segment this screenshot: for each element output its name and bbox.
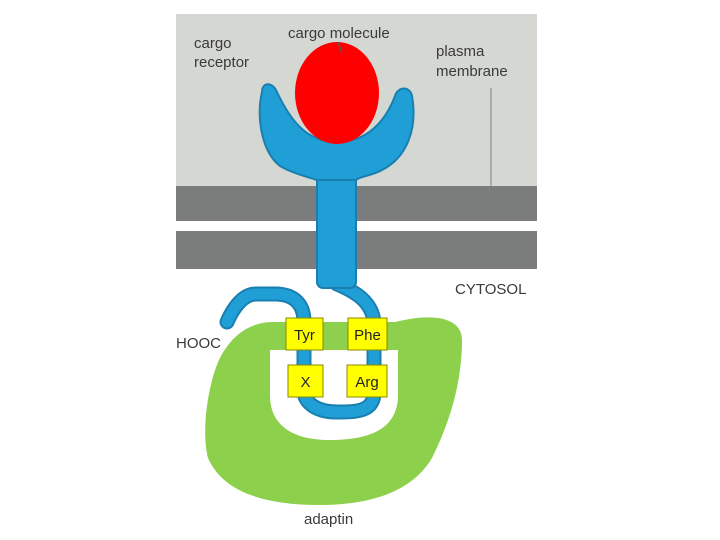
- cargo-molecule-label: cargo molecule: [288, 25, 390, 42]
- receptor-cup: [258, 83, 415, 181]
- motif-arg-label: Arg: [355, 374, 378, 391]
- plasma-membrane-label-line2: membrane: [436, 63, 508, 80]
- receptor-stalk: [316, 169, 357, 289]
- plasma-membrane-label-line1: plasma: [436, 43, 485, 60]
- cargo-receptor-label-line2: receptor: [194, 54, 249, 71]
- adaptin-label: adaptin: [304, 511, 353, 528]
- cytosol-label: CYTOSOL: [455, 281, 526, 298]
- cargo-receptor-label-line1: cargo: [194, 35, 232, 52]
- hooc-label: HOOC: [176, 335, 221, 352]
- adaptin: [205, 317, 462, 505]
- motif-arg: Arg: [346, 364, 388, 398]
- motif-phe: Phe: [347, 317, 388, 351]
- cargo-molecule: [295, 42, 379, 144]
- motif-phe-label: Phe: [354, 327, 381, 344]
- motif-tyr-label: Tyr: [294, 327, 315, 344]
- motif-x-label: X: [300, 374, 310, 391]
- receptor-tail-loop-fill: [221, 256, 380, 418]
- cargo-molecule-leader: [337, 41, 343, 54]
- motif-x: X: [287, 364, 324, 398]
- motif-tyr: Tyr: [285, 317, 324, 351]
